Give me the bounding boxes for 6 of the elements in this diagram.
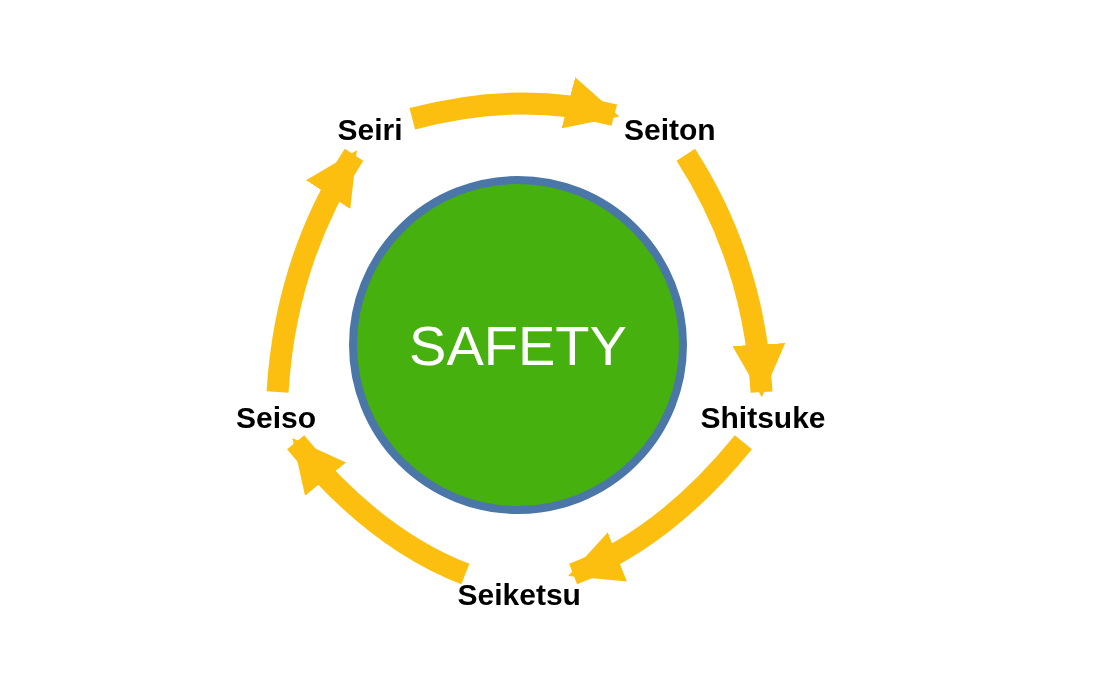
step-label: Seiketsu <box>455 577 583 613</box>
center-title: SAFETY <box>409 312 627 378</box>
step-label: Seiso <box>234 400 319 436</box>
step-label: Seiton <box>622 112 718 148</box>
step-label: Seiri <box>335 112 405 148</box>
step-label: Shitsuke <box>698 400 828 436</box>
